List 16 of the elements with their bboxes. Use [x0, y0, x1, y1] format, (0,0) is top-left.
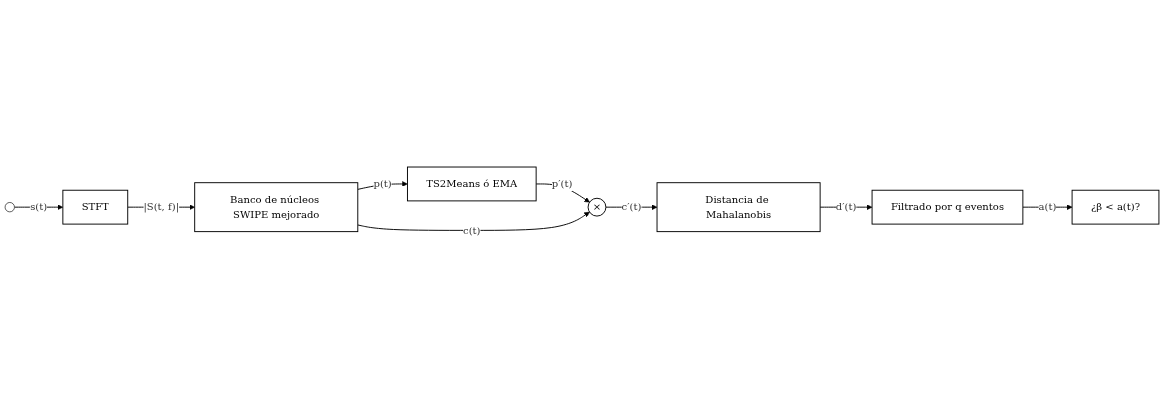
node-box: Distancia de Mahalanobis — [656, 181, 821, 232]
node-circle — [4, 201, 15, 212]
edge-label: c′(t) — [621, 200, 642, 213]
node-box: STFT — [62, 189, 129, 225]
edge-label: p′(t) — [551, 177, 573, 190]
node-box: Banco de núcleos SWIPE mejorado — [194, 181, 359, 232]
edge-label: s(t) — [30, 200, 48, 213]
node-box: Filtrado por q eventos — [871, 189, 1024, 225]
node-circle: × — [587, 197, 607, 217]
node-box: ¿β < a(t)? — [1071, 189, 1160, 225]
node-box: TS2Means ó EMA — [406, 166, 537, 201]
edge-label: c(t) — [463, 223, 481, 236]
edge-label: d′(t) — [835, 200, 857, 213]
edge-label: |S(t, f)| — [143, 200, 180, 213]
edge-label: a(t) — [1038, 200, 1057, 213]
edge-label: p(t) — [373, 177, 392, 190]
